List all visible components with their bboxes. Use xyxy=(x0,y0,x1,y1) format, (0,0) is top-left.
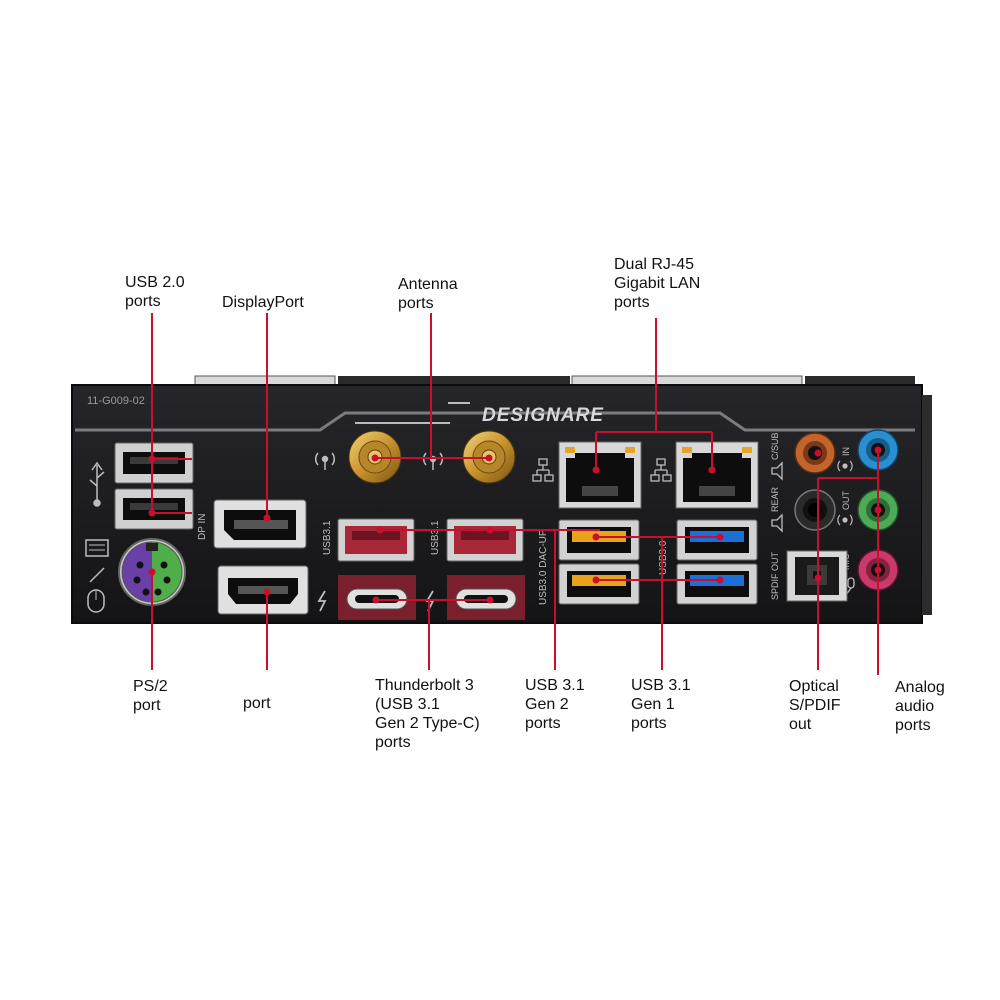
antenna-icon-left xyxy=(314,452,336,470)
dp-in-marking: DP IN xyxy=(197,514,208,541)
leader-thunderbolt xyxy=(376,599,490,670)
rear-marking: REAR xyxy=(770,486,780,512)
spdif-out-marking: SPDIF OUT xyxy=(770,551,780,600)
callout-optical: Optical S/PDIF out xyxy=(789,678,841,733)
thunderbolt-port-right[interactable] xyxy=(447,575,525,620)
usb31-marking-right: USB3.1 xyxy=(430,520,441,555)
usb30-port-top[interactable] xyxy=(676,519,758,561)
lightning-icon-left xyxy=(317,590,327,612)
callout-usb31gen1: USB 3.1 Gen 1 ports xyxy=(631,677,691,732)
lan-port-right[interactable] xyxy=(675,441,759,509)
usb31-gen2-port-right[interactable] xyxy=(446,518,524,562)
audio-jack-black[interactable] xyxy=(794,489,836,531)
hdmi-port[interactable] xyxy=(217,565,309,615)
usb31-gen2-port-left[interactable] xyxy=(337,518,415,562)
callout-displayport: DisplayPort xyxy=(222,294,304,311)
usb30-dac-up-port-top[interactable] xyxy=(558,519,640,561)
leader-dots xyxy=(148,446,882,604)
usb30-marking: USB3.0 xyxy=(658,540,669,575)
usb20-port-bottom[interactable] xyxy=(114,488,194,530)
leader-usb20-branch xyxy=(152,458,192,514)
brand-logo: DESIGNARE xyxy=(482,405,604,426)
leader-usb31gen1 xyxy=(596,536,720,670)
in-marking: IN xyxy=(841,447,851,456)
usb30-dac-up-port-bottom[interactable] xyxy=(558,563,640,605)
callout-analog: Analog audio ports xyxy=(895,679,945,734)
displayport-port[interactable] xyxy=(213,499,307,549)
network-icon-right xyxy=(650,458,672,482)
slash-divider xyxy=(89,567,105,583)
network-icon-left xyxy=(532,458,554,482)
lan-port-left[interactable] xyxy=(558,441,642,509)
usb-symbol-icon xyxy=(89,461,105,507)
wave-icon-in xyxy=(837,460,853,472)
leader-antenna xyxy=(375,313,489,459)
usb30-dac-up-marking: USB3.0 DAC-UP xyxy=(538,529,549,605)
speaker-icon-csub xyxy=(771,461,783,481)
speaker-icon-rear xyxy=(771,513,783,533)
callout-usb31gen2: USB 3.1 Gen 2 ports xyxy=(525,677,585,732)
callout-ps2: PS/2 port xyxy=(133,678,168,714)
csub-marking: C/SUB xyxy=(770,432,780,460)
usb30-port-bottom[interactable] xyxy=(676,563,758,605)
mouse-icon xyxy=(87,589,105,613)
usb31-marking-left: USB3.1 xyxy=(322,520,333,555)
callout-usb20: USB 2.0 ports xyxy=(125,274,185,310)
callout-hdmi: port xyxy=(243,695,271,712)
wave-icon-out xyxy=(837,514,853,526)
out-marking: OUT xyxy=(841,491,851,511)
callout-thunderbolt: Thunderbolt 3 (USB 3.1 Gen 2 Type-C) por… xyxy=(375,677,480,751)
part-number: 11-G009-02 xyxy=(87,395,145,407)
callout-rj45: Dual RJ-45 Gigabit LAN ports xyxy=(614,256,701,311)
keyboard-icon xyxy=(85,539,109,557)
leader-rj45 xyxy=(595,318,713,470)
usb20-port-top[interactable] xyxy=(114,442,194,484)
callout-antenna: Antenna ports xyxy=(398,276,458,312)
